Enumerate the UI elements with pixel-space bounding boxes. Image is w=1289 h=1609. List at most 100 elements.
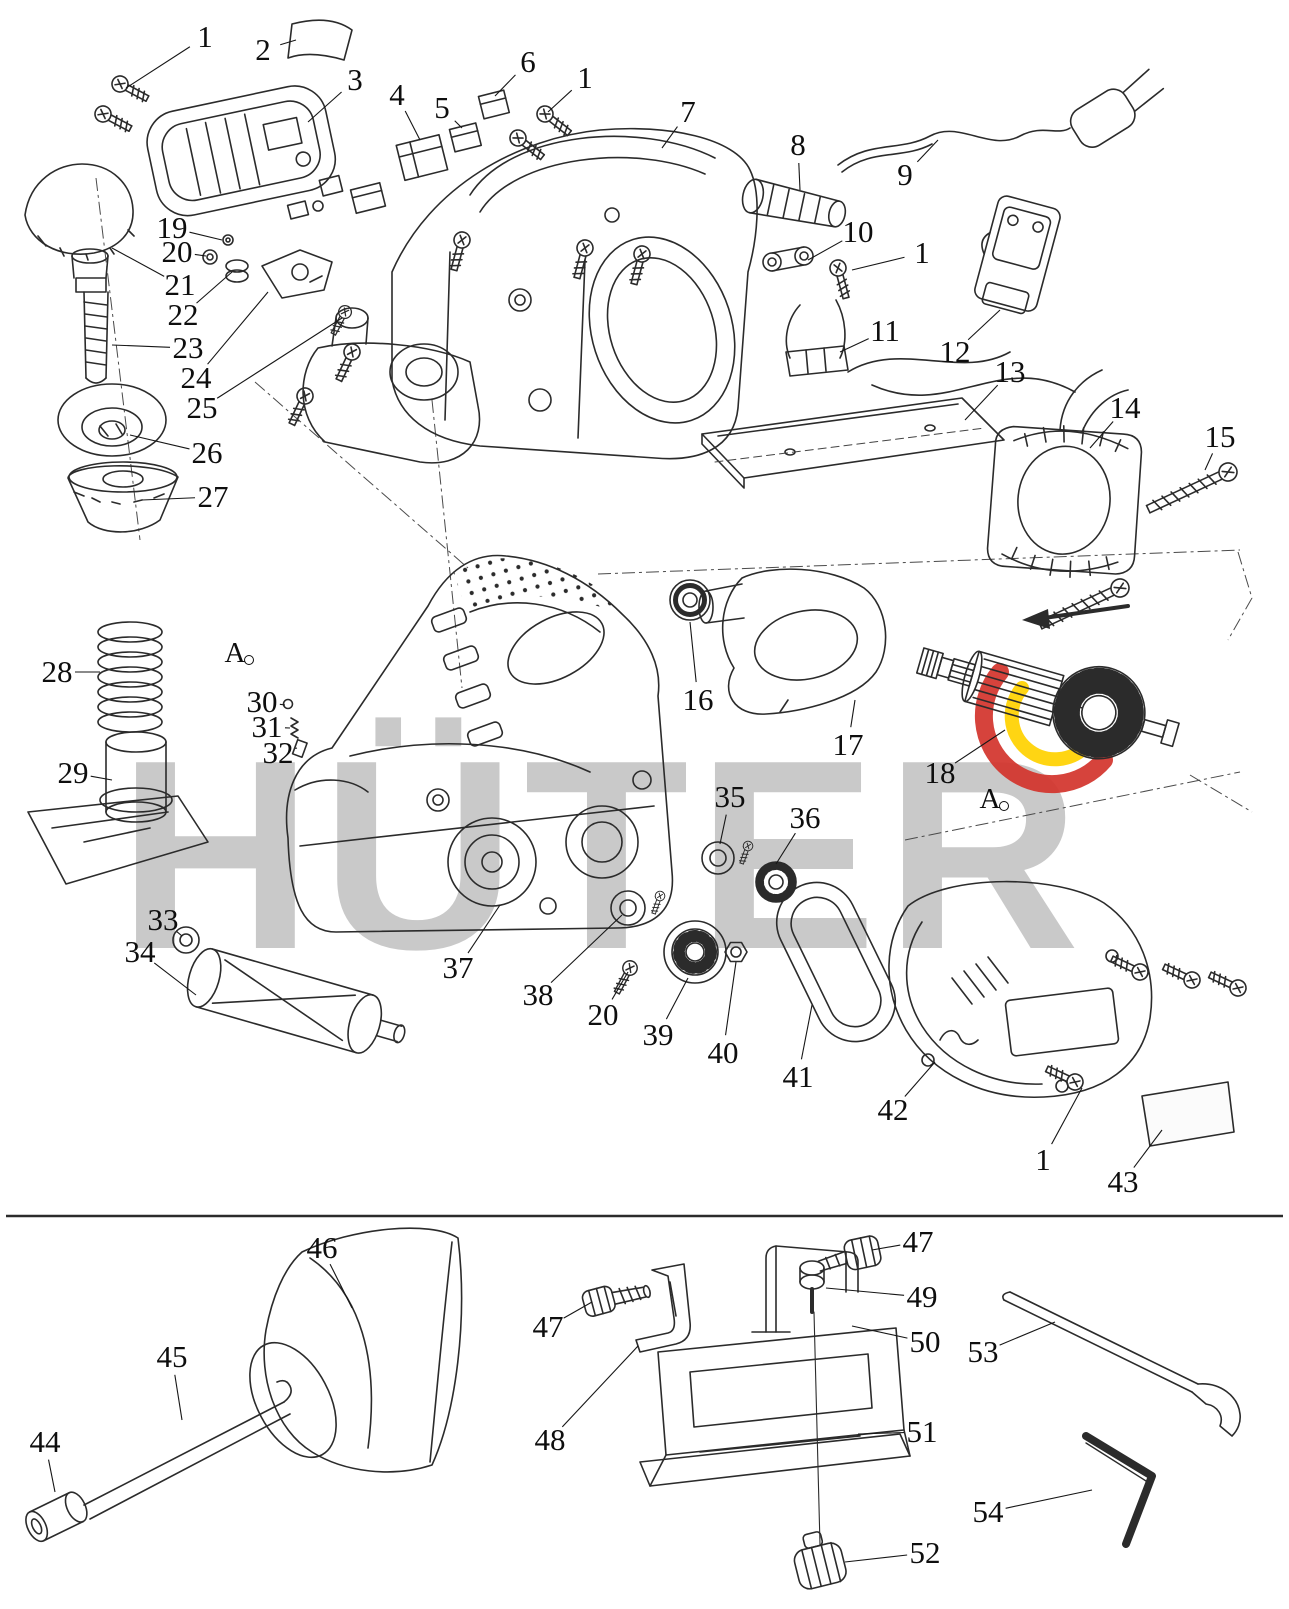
part-number-label-14: 14: [1110, 390, 1142, 425]
motor-housing-sketch: [283, 127, 758, 464]
part-number-label-18: 18: [925, 755, 956, 790]
fence-bracket-sketch: [751, 1245, 859, 1546]
part-number-label-5: 5: [434, 90, 450, 125]
part-number-label-7: 7: [680, 94, 696, 129]
part-number-label-23: 23: [173, 330, 204, 365]
leader-line-25: [216, 317, 343, 399]
drive-belt-sketch: [775, 881, 897, 1043]
part-number-label-24: 24: [181, 360, 213, 395]
part-number-label-49: 49: [907, 1279, 938, 1314]
leader-line-48: [561, 1345, 639, 1428]
leader-line-13: [964, 384, 999, 421]
part-number-label-6: 6: [520, 44, 536, 79]
part-number-label-17: 17: [833, 727, 864, 762]
leader-line-24: [207, 291, 269, 365]
leader-line-37: [467, 904, 501, 954]
leader-line-8: [798, 162, 801, 191]
switch-sketch: [974, 195, 1061, 315]
dust-bag-sketch: [249, 1227, 463, 1473]
construction-lines: [95, 177, 1253, 841]
part-number-label-44: 44: [30, 1424, 62, 1459]
wrench-sketch: [1002, 1291, 1241, 1437]
dust-chute-sketch: [27, 731, 209, 885]
depth-stop-sketch: [635, 1263, 692, 1353]
part-number-label-3: 3: [347, 62, 363, 97]
leader-line-14: [1089, 421, 1114, 449]
switch-lever-parts-sketch: [762, 246, 855, 377]
leader-line-22: [196, 271, 233, 304]
baseplate-sketch: [701, 397, 1005, 489]
leader-line-5: [454, 120, 463, 129]
leader-line-7: [661, 126, 678, 149]
part-number-label-2: 2: [255, 32, 271, 67]
section-ref-circle: [244, 655, 254, 665]
leader-line-3: [307, 91, 342, 123]
leader-line-38: [550, 914, 623, 983]
leader-line-20: [194, 253, 207, 257]
part-number-label-47: 47: [533, 1309, 564, 1344]
leader-line-9: [916, 139, 939, 163]
leader-line-20: [611, 971, 629, 1000]
leader-line-51: [857, 1432, 905, 1435]
part-number-label-34: 34: [125, 934, 157, 969]
part-number-label-10: 10: [843, 214, 874, 249]
leader-line-53: [999, 1321, 1056, 1346]
part-number-label-20: 20: [162, 234, 193, 269]
part-number-label-30: 30: [247, 684, 278, 719]
brand-watermark: HÜTER: [118, 705, 1088, 1006]
hex-key-sketch: [1082, 1432, 1156, 1548]
part-number-label-50: 50: [910, 1324, 941, 1359]
leader-line-26: [129, 434, 190, 450]
leader-line-35: [719, 814, 727, 845]
leader-line-43: [1133, 1129, 1163, 1168]
part-number-label-37: 37: [443, 950, 474, 985]
part-number-label-26: 26: [192, 435, 223, 470]
fence-knob-sketch: [793, 1531, 847, 1590]
leader-line-11: [839, 338, 869, 353]
leader-line-33: [176, 931, 183, 937]
part-number-label-51: 51: [907, 1414, 938, 1449]
leader-line-19: [189, 231, 223, 241]
leader-line-42: [904, 1061, 936, 1097]
section-ref-label: A: [980, 783, 1001, 815]
part-number-label-8: 8: [790, 127, 806, 162]
planer-body-sketch: [285, 554, 674, 933]
leader-line-6: [494, 74, 516, 97]
stator-sketch: [847, 351, 1241, 635]
leader-line-49: [825, 1287, 905, 1296]
part-number-label-52: 52: [910, 1535, 941, 1570]
part-number-label-32: 32: [263, 735, 294, 770]
leader-line-40: [725, 961, 737, 1036]
spring-sketch: [97, 621, 163, 733]
leader-line-36: [775, 832, 796, 865]
part-number-label-1: 1: [1035, 1142, 1051, 1177]
leader-line-39: [665, 977, 689, 1020]
part-number-label-11: 11: [870, 313, 900, 348]
leader-line-4: [404, 110, 421, 141]
part-number-label-15: 15: [1205, 419, 1236, 454]
part-number-label-1: 1: [914, 235, 930, 270]
leader-line-52: [844, 1554, 908, 1563]
part-number-label-16: 16: [683, 682, 714, 717]
detent-parts-sketch: [282, 698, 308, 759]
part-number-label-19: 19: [157, 210, 188, 245]
part-number-label-22: 22: [168, 297, 199, 332]
part-number-label-43: 43: [1108, 1164, 1139, 1199]
part-number-label-29: 29: [58, 755, 89, 790]
part-number-label-42: 42: [878, 1092, 909, 1127]
leader-line-1: [1051, 1087, 1083, 1145]
section-ref-circle: [999, 801, 1009, 811]
leader-line-54: [1005, 1489, 1093, 1509]
leader-line-30: [279, 703, 286, 706]
leader-line-47: [563, 1301, 593, 1319]
leader-line-1: [547, 89, 573, 113]
part-number-label-4: 4: [389, 77, 405, 112]
leader-line-10: [807, 240, 843, 261]
leader-line-1: [125, 46, 191, 89]
leader-line-12: [967, 309, 1001, 341]
part-number-label-47: 47: [903, 1224, 934, 1259]
leader-line-21: [111, 247, 165, 277]
